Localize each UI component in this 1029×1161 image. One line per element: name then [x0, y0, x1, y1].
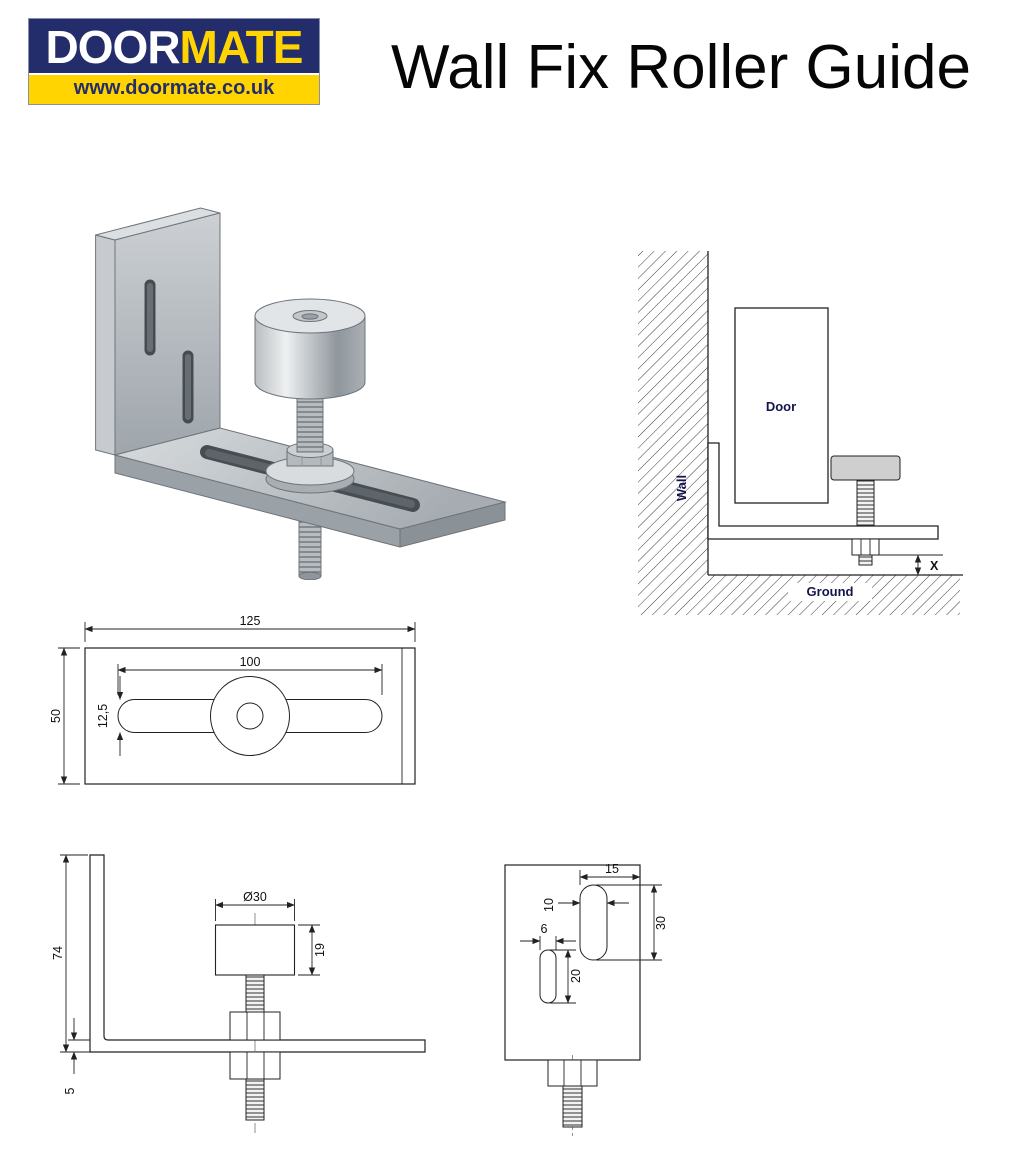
vertical-plate-face: [114, 212, 221, 456]
adjust-nut: [851, 538, 880, 556]
stud-circle: [236, 702, 264, 730]
logo-wordmark: DOORMATE: [29, 19, 319, 73]
stud-lower: [245, 1078, 265, 1121]
front-view-group: 74 Ø30 19 5: [51, 854, 426, 1133]
dim-slot-length: 100: [240, 655, 261, 669]
dim-upper-slot-width: 10: [542, 898, 556, 912]
dim-plate-width: 50: [50, 709, 63, 723]
label-ground: Ground: [807, 584, 854, 599]
dim-slot-width: 12,5: [96, 704, 110, 728]
dim-upper-slot-offset: 15: [605, 862, 619, 876]
page-title: Wall Fix Roller Guide: [391, 33, 971, 102]
logo-website-url: www.doormate.co.uk: [29, 73, 319, 105]
bracket-section: [707, 442, 939, 540]
back-plate-outline: [504, 864, 641, 1061]
doormate-logo: DOORMATE www.doormate.co.uk: [28, 18, 320, 106]
dim-lower-slot-width: 6: [541, 922, 548, 936]
label-door: Door: [766, 399, 796, 414]
top-view-group: 125 100 50 12,5: [49, 614, 416, 785]
side-view-panel: 15 10 30 6 20: [492, 843, 702, 1153]
front-view-panel: 74 Ø30 19 5: [48, 843, 448, 1148]
top-view-panel: 125 100 50 12,5: [49, 612, 445, 797]
side-view-group: 15 10 30 6 20: [504, 862, 668, 1138]
dim-plate-thickness: 5: [63, 1087, 77, 1094]
logo-word-door: DOOR: [45, 21, 181, 73]
dim-roller-height: 19: [313, 943, 327, 957]
bracket-profile: [89, 854, 426, 1053]
label-x: X: [930, 559, 939, 573]
side-stud: [562, 1085, 583, 1128]
dim-overall-length: 125: [240, 614, 261, 628]
section-panel: X Door Wall Ground: [628, 243, 973, 630]
upper-slot: [579, 884, 608, 961]
roller-knob: [830, 455, 901, 481]
dim-bracket-height: 74: [51, 946, 65, 960]
iso-render-panel: [30, 150, 550, 585]
wall-hatch: [638, 251, 708, 615]
installation-section-diagram: X Door Wall Ground: [638, 251, 963, 615]
top-view-drawing: 125 100 50 12,5: [49, 614, 416, 785]
roller-stud: [856, 479, 875, 527]
label-wall: Wall: [674, 475, 689, 501]
dim-lower-slot-length: 20: [569, 969, 583, 983]
iso-bracket-group: [95, 207, 507, 581]
nut-above-plate: [229, 1011, 281, 1041]
stud-upper: [245, 974, 265, 1013]
logo-word-mate: MATE: [179, 21, 304, 73]
vertical-plate-edge: [95, 234, 116, 456]
side-nut: [547, 1059, 598, 1087]
dim-upper-slot-length: 30: [654, 916, 668, 930]
nut-below-plate: [229, 1051, 281, 1080]
roller-body: [254, 315, 366, 400]
iso-bracket-render: [95, 207, 507, 581]
section-group: X Door Wall Ground: [638, 251, 963, 615]
door-section: [734, 307, 829, 504]
front-view-drawing: 74 Ø30 19 5: [51, 854, 426, 1133]
roller-front: [214, 924, 296, 976]
side-view-drawing: 15 10 30 6 20: [504, 862, 668, 1138]
lower-slot: [539, 949, 557, 1004]
dim-roller-diameter: Ø30: [243, 890, 267, 904]
